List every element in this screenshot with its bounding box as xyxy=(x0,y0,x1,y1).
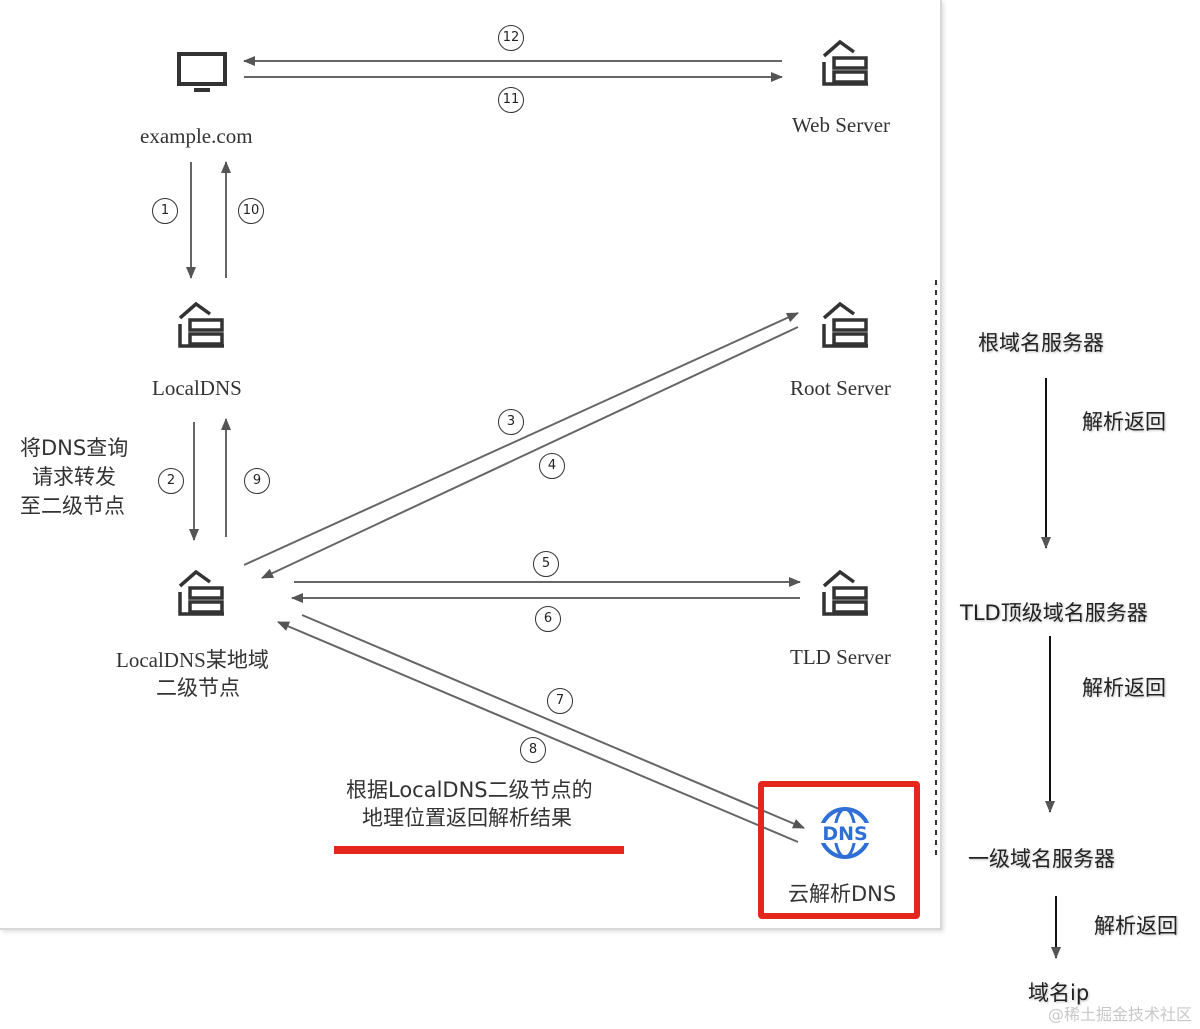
step-12: 12 xyxy=(498,25,524,51)
highlight-underline xyxy=(334,846,624,854)
step-1: 1 xyxy=(152,198,178,224)
side-domain-ip: 域名ip xyxy=(1028,981,1090,1005)
arrow-7 xyxy=(301,614,805,829)
root-server-label: Root Server xyxy=(790,376,891,400)
step-10: 10 xyxy=(238,198,264,224)
geo-note-line1: 根据LocalDNS二级节点的 xyxy=(346,778,593,802)
arrow-4 xyxy=(261,326,799,579)
side-tld-dns: TLD顶级域名服务器 xyxy=(960,601,1148,625)
step-2: 2 xyxy=(158,468,184,494)
client-label: example.com xyxy=(140,124,253,148)
forward-note-line1: 将DNS查询 xyxy=(20,436,129,460)
dns-globe-icon: DNS xyxy=(818,807,872,859)
arrow-8 xyxy=(277,621,799,843)
cloud-dns-highlight-box xyxy=(758,781,920,919)
side-resolve-return-1: 解析返回 xyxy=(1082,410,1166,434)
secondary-node-server-icon xyxy=(178,569,224,616)
local-dns-server-icon xyxy=(178,301,224,348)
arrow-3 xyxy=(243,312,799,566)
step-9: 9 xyxy=(244,468,270,494)
geo-note-line2: 地理位置返回解析结果 xyxy=(362,806,572,830)
cloud-dns-label: 云解析DNS xyxy=(788,882,897,906)
dns-logo-text: DNS xyxy=(822,823,867,845)
web-server-icon xyxy=(822,39,868,86)
step-11: 11 xyxy=(498,87,524,113)
secondary-node-label-line1: LocalDNS某地域 xyxy=(116,648,269,672)
step-6: 6 xyxy=(535,606,561,632)
step-8: 8 xyxy=(520,737,546,763)
step-7: 7 xyxy=(547,688,573,714)
step-4: 4 xyxy=(539,453,565,479)
tld-server-label: TLD Server xyxy=(790,645,891,669)
side-resolve-return-3: 解析返回 xyxy=(1094,914,1178,938)
web-server-label: Web Server xyxy=(792,113,891,137)
side-root-dns: 根域名服务器 xyxy=(978,331,1104,355)
forward-note-line2: 请求转发 xyxy=(32,465,116,489)
root-server-icon xyxy=(822,301,868,348)
tld-server-icon xyxy=(822,569,868,616)
side-first-level-dns: 一级域名服务器 xyxy=(968,847,1115,871)
secondary-node-label-line2: 二级节点 xyxy=(156,676,240,700)
step-3: 3 xyxy=(498,409,524,435)
watermark: @稀土掘金技术社区 xyxy=(1047,1005,1192,1024)
monitor-icon xyxy=(177,52,227,92)
local-dns-label: LocalDNS xyxy=(152,376,242,400)
side-resolve-return-2: 解析返回 xyxy=(1082,676,1166,700)
step-5: 5 xyxy=(533,551,559,577)
diagram-panel xyxy=(0,0,942,930)
forward-note-line3: 至二级节点 xyxy=(20,494,125,518)
